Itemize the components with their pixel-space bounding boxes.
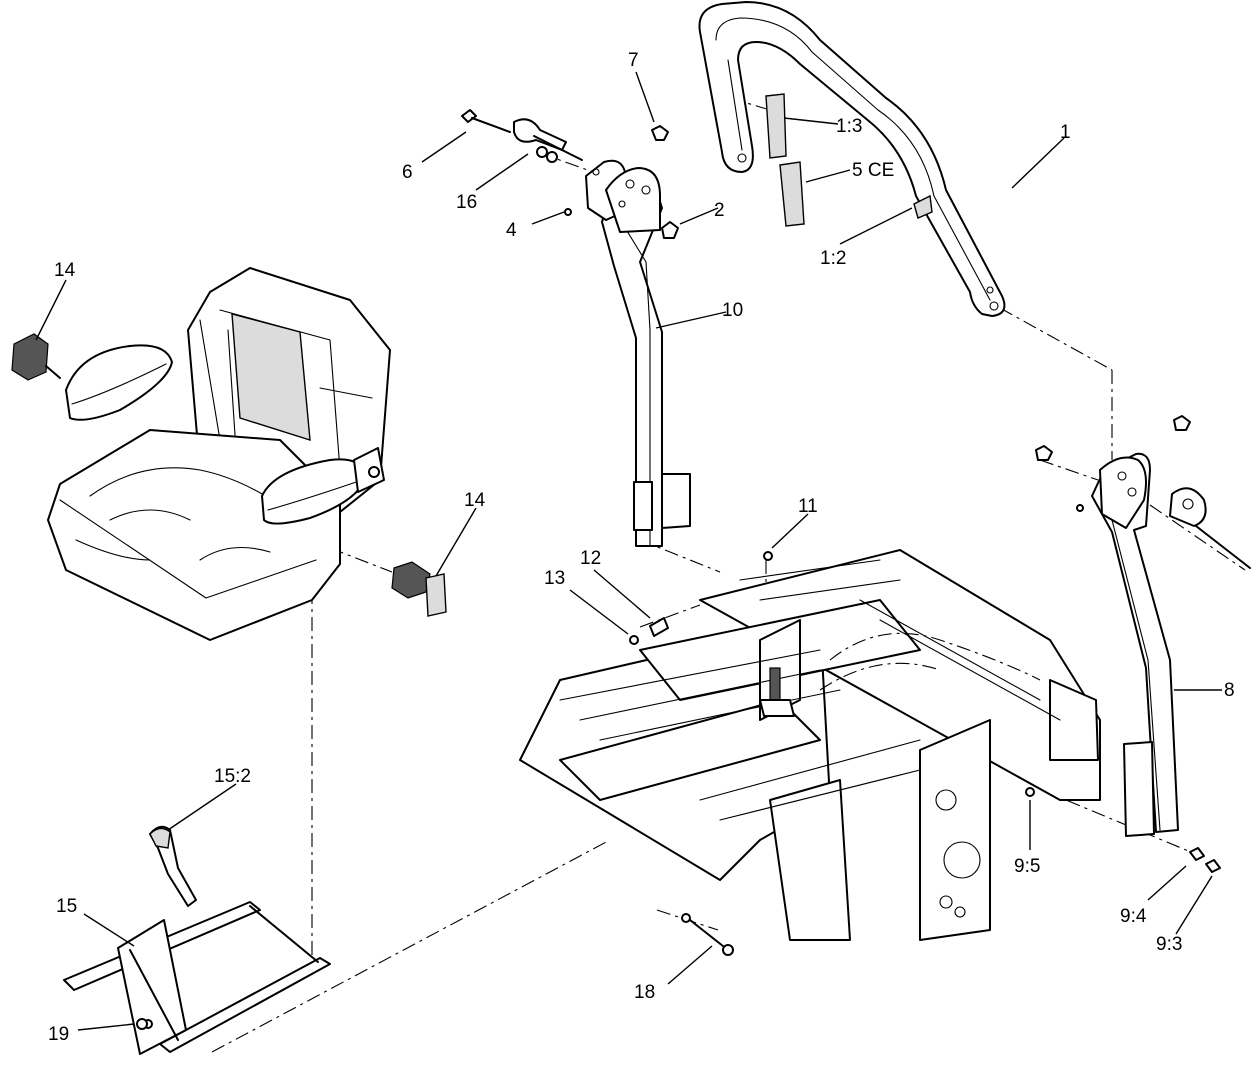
callout-5-ce: 5 CE <box>852 160 894 181</box>
callout-labels: 1 1:3 5 CE 1:2 2 4 6 7 16 10 8 11 12 13 … <box>48 50 1235 1045</box>
left-roll-bar-upright <box>585 159 691 547</box>
callout-2: 2 <box>714 200 725 221</box>
callout-1-3: 1:3 <box>836 116 862 137</box>
callout-15-2: 15:2 <box>214 766 251 787</box>
callout-9-5: 9:5 <box>1014 856 1040 877</box>
callout-14-left: 14 <box>54 260 76 281</box>
callout-1-2: 1:2 <box>820 248 846 269</box>
roll-bar-hoop <box>698 1 1006 317</box>
callout-15: 15 <box>56 896 77 917</box>
right-roll-bar-upright <box>1035 415 1251 873</box>
callout-4: 4 <box>506 220 517 241</box>
callout-6: 6 <box>402 162 413 183</box>
callout-12: 12 <box>580 548 601 569</box>
seat-mount-frame <box>63 825 331 1055</box>
callout-13: 13 <box>544 568 565 589</box>
callout-19: 19 <box>48 1024 69 1045</box>
callout-16: 16 <box>456 192 477 213</box>
callout-8: 8 <box>1224 680 1235 701</box>
callout-18: 18 <box>634 982 655 1003</box>
chassis-frame <box>519 549 1101 941</box>
callout-9-3: 9:3 <box>1156 934 1182 955</box>
callout-10: 10 <box>722 300 743 321</box>
callout-7: 7 <box>628 50 639 71</box>
leader-lines <box>35 71 1222 1031</box>
callout-14-right: 14 <box>464 490 486 511</box>
pin-and-washer <box>136 913 734 1030</box>
assembly-centerlines <box>211 97 1246 1053</box>
callout-11: 11 <box>798 496 818 517</box>
seat <box>11 267 447 641</box>
left-hardware <box>461 109 679 239</box>
callout-9-4: 9:4 <box>1120 906 1147 927</box>
callout-1: 1 <box>1060 122 1071 143</box>
